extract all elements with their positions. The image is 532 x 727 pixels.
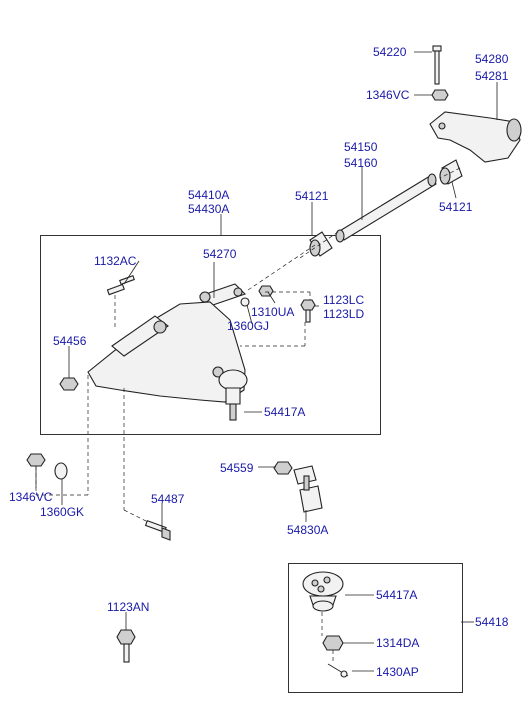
shaft-54150-icon (335, 173, 437, 243)
label-54281[interactable]: 54281 (475, 69, 509, 83)
label-1430ap[interactable]: 1430AP (376, 665, 419, 679)
upper-control-arm-icon (87, 301, 246, 403)
label-1360gk[interactable]: 1360GK (40, 505, 85, 519)
bolt-1123lc-icon (300, 299, 316, 323)
ball-joint-kit-box (288, 563, 463, 693)
cam-bolt-54270-icon (198, 283, 247, 307)
washer-1360gk-icon (54, 462, 68, 480)
label-54830a[interactable]: 54830A (287, 523, 329, 537)
ball-joint-54417a-detail-icon (302, 571, 344, 612)
bracket-54280-icon (429, 111, 522, 163)
bolt-54220-icon (432, 45, 442, 85)
nut-1314da-icon (322, 635, 344, 651)
label-54150[interactable]: 54150 (344, 140, 378, 154)
ball-joint-54417a-main-icon (218, 369, 248, 421)
label-1123an[interactable]: 1123AN (107, 600, 150, 614)
label-54121-left[interactable]: 54121 (295, 189, 329, 203)
bushing-54121-left-icon (309, 231, 333, 257)
bolt-1123an-icon (116, 629, 136, 663)
label-54487[interactable]: 54487 (151, 492, 185, 506)
label-54160[interactable]: 54160 (344, 156, 378, 170)
label-1360gj[interactable]: 1360GJ (227, 319, 270, 333)
nut-1310ua-icon (240, 285, 274, 307)
label-1314da[interactable]: 1314DA (376, 636, 420, 650)
nut-1346vc-bottom-icon (26, 453, 46, 467)
stabilizer-link-54830a-icon (293, 465, 323, 513)
label-1346vc-top[interactable]: 1346VC (366, 88, 410, 102)
label-54417a-detail[interactable]: 54417A (376, 588, 418, 602)
label-54270[interactable]: 54270 (203, 247, 237, 261)
bolt-54487-icon (144, 519, 171, 541)
label-54410a[interactable]: 54410A (188, 188, 230, 202)
label-54417a-main[interactable]: 54417A (264, 405, 306, 419)
label-54456[interactable]: 54456 (53, 334, 87, 348)
nut-54456-icon (59, 377, 79, 391)
label-54220[interactable]: 54220 (373, 45, 407, 59)
label-1123ld[interactable]: 1123LD (323, 307, 365, 321)
bolt-1132ac-icon (106, 275, 135, 296)
label-1132ac[interactable]: 1132AC (94, 254, 137, 268)
cotter-pin-1430ap-icon (327, 663, 349, 678)
nut-54559-icon (273, 461, 293, 475)
upper-arm-assembly-box (40, 235, 381, 435)
label-1346vc-bottom[interactable]: 1346VC (9, 490, 53, 504)
label-1123lc[interactable]: 1123LC (323, 293, 365, 307)
label-1310ua[interactable]: 1310UA (251, 305, 295, 319)
bushing-54121-right-icon (439, 159, 463, 185)
label-54430a[interactable]: 54430A (188, 202, 230, 216)
label-54559[interactable]: 54559 (220, 461, 254, 475)
label-54280[interactable]: 54280 (475, 52, 509, 66)
nut-1346vc-top-icon (431, 89, 449, 101)
label-54121-right[interactable]: 54121 (439, 200, 473, 214)
label-54418[interactable]: 54418 (475, 615, 509, 629)
